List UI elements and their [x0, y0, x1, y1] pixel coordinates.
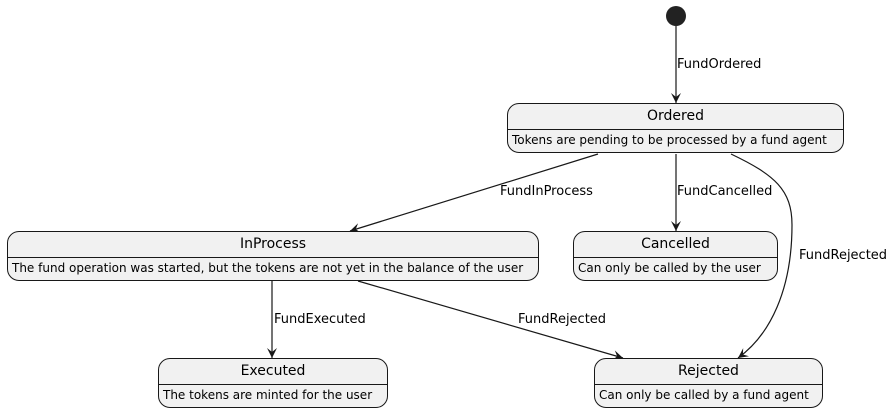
- state-rejected-name: Rejected: [595, 359, 822, 385]
- arrow-fund-rejected-from-ordered: [730, 153, 793, 359]
- arrow-fund-in-process: [349, 153, 599, 233]
- state-ordered-name: Ordered: [508, 104, 843, 130]
- arrow-fund-rejected-from-inprocess: [357, 280, 624, 361]
- state-ordered-description: Tokens are pending to be processed by a …: [512, 133, 827, 147]
- state-cancelled: Cancelled Can only be called by the user: [573, 231, 778, 281]
- state-ordered: Ordered Tokens are pending to be process…: [507, 103, 844, 153]
- state-cancelled-name: Cancelled: [574, 232, 777, 258]
- state-rejected: Rejected Can only be called by a fund ag…: [594, 358, 823, 408]
- state-executed-description: The tokens are minted for the user: [163, 388, 373, 402]
- label-fund-rejected-from-inprocess: FundRejected: [518, 312, 607, 327]
- initial-state: [666, 6, 686, 26]
- state-inprocess-description: The fund operation was started, but the …: [12, 261, 524, 275]
- label-fund-in-process: FundInProcess: [500, 184, 593, 199]
- state-inprocess-name: InProcess: [8, 232, 538, 258]
- state-executed-name: Executed: [159, 359, 387, 385]
- state-inprocess: InProcess The fund operation was started…: [7, 231, 539, 281]
- label-fund-executed: FundExecuted: [274, 312, 366, 327]
- state-rejected-description: Can only be called by a fund agent: [599, 388, 809, 402]
- state-cancelled-description: Can only be called by the user: [578, 261, 761, 275]
- label-fund-ordered: FundOrdered: [677, 57, 762, 72]
- state-executed: Executed The tokens are minted for the u…: [158, 358, 388, 408]
- label-fund-cancelled: FundCancelled: [677, 184, 773, 199]
- label-fund-rejected-from-ordered: FundRejected: [799, 248, 888, 263]
